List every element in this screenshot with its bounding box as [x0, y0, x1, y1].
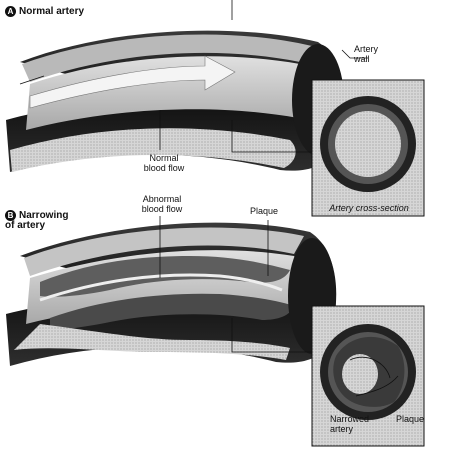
normal-blood-flow-label: Normal blood flow [142, 153, 186, 173]
panel-a-badge: A [5, 6, 16, 17]
abnormal-blood-flow-label: Abnormal blood flow [134, 194, 190, 214]
normal-cross-section-lumen [335, 111, 401, 177]
normal-artery-illustration [6, 31, 344, 172]
narrowed-artery-illustration [6, 223, 336, 366]
panel-a-title-text: Normal artery [19, 6, 84, 17]
normal-cross-section-label: Artery cross-section [316, 203, 422, 213]
plaque-label-lower: Plaque [396, 414, 424, 424]
artery-wall-label: Artery wall [354, 44, 394, 64]
normal-cross-section-inset [312, 80, 424, 216]
narrowed-cross-section-lumen [342, 354, 378, 394]
narrowed-artery-label: Narrowed artery [330, 414, 374, 434]
plaque-label-upper: Plaque [250, 206, 278, 216]
